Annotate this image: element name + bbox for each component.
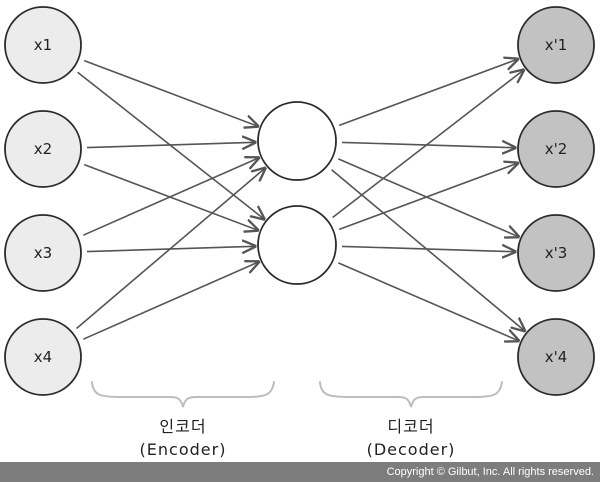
input-node-x2: x2 — [4, 110, 82, 188]
decoder-edges — [331, 59, 525, 341]
input-node-circle — [4, 6, 82, 84]
input-node-label: x2 — [34, 140, 52, 158]
input-node-circle — [4, 318, 82, 396]
encoder-edge-2-1 — [86, 142, 255, 147]
encoder-edge-1-1 — [83, 59, 258, 127]
output-node-x3-prime: x'3 — [517, 214, 595, 292]
decoder-label-english: (Decoder) — [367, 440, 456, 459]
output-node-label: x'2 — [545, 140, 568, 158]
output-node-circle — [517, 110, 595, 188]
input-node-x4: x4 — [4, 318, 82, 396]
input-node-circle — [4, 214, 82, 292]
decoder-edge-2-1 — [332, 70, 524, 219]
copyright-footer: Copyright © Gilbut, Inc. All rights rese… — [0, 462, 600, 482]
hidden-node-1 — [257, 101, 337, 181]
encoder-edge-4-2 — [82, 262, 258, 340]
decoder-edge-2-2 — [338, 163, 517, 231]
input-node-label: x1 — [34, 36, 52, 54]
encoder-edges — [75, 59, 266, 340]
encoder-label-english: (Encoder) — [140, 440, 227, 459]
autoencoder-diagram: x1 x2 x3 x4 x'1 x'2 x'3 — [4, 6, 595, 459]
decoder-brace — [319, 381, 503, 408]
input-layer: x1 x2 x3 x4 — [4, 6, 82, 396]
output-node-circle — [517, 318, 595, 396]
input-node-circle — [4, 110, 82, 188]
input-node-x3: x3 — [4, 214, 82, 292]
output-node-x1-prime: x'1 — [517, 6, 595, 84]
decoder-edge-1-1 — [338, 59, 517, 127]
output-node-circle — [517, 214, 595, 292]
decoder-edge-2-3 — [341, 246, 515, 251]
encoder-brace — [91, 381, 275, 408]
output-layer: x'1 x'2 x'3 x'4 — [517, 6, 595, 396]
output-node-label: x'1 — [545, 36, 568, 54]
input-node-label: x3 — [34, 244, 52, 262]
output-node-label: x'4 — [545, 348, 568, 366]
output-node-x4-prime: x'4 — [517, 318, 595, 396]
hidden-layer — [257, 101, 337, 285]
decoder-edge-1-4 — [331, 169, 525, 331]
output-node-circle — [517, 6, 595, 84]
output-node-x2-prime: x'2 — [517, 110, 595, 188]
input-node-label: x4 — [34, 348, 52, 366]
decoder-edge-2-4 — [337, 262, 518, 341]
input-node-x1: x1 — [4, 6, 82, 84]
encoder-edge-4-1 — [75, 168, 266, 330]
hidden-node-2 — [257, 205, 337, 285]
output-node-label: x'3 — [545, 244, 568, 262]
decoder-edge-1-3 — [337, 158, 518, 237]
encoder-edge-3-1 — [82, 158, 258, 236]
decoder-edge-1-2 — [341, 142, 515, 147]
encoder-label-korean: 인코더 — [159, 417, 206, 436]
decoder-label-korean: 디코더 — [387, 417, 434, 436]
